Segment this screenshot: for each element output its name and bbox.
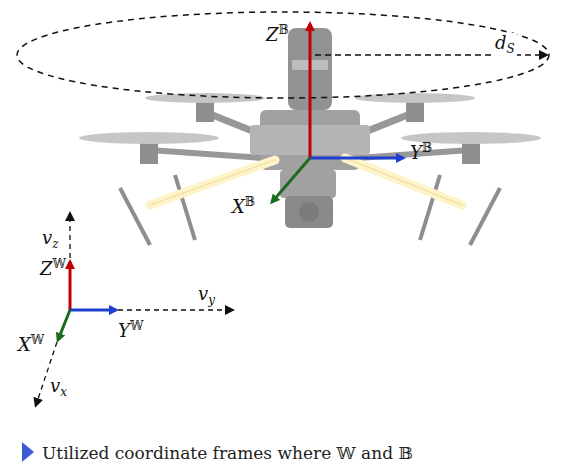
velocity-label: vx: [50, 376, 67, 399]
axis-label: X𝕎: [18, 334, 44, 354]
caption-text: Utilized coordinate frames where 𝕎 and 𝔹: [42, 444, 413, 463]
axis-label: X𝔹: [232, 196, 255, 216]
axis-label: Z𝔹: [266, 24, 289, 44]
axis-label: Z𝕎: [40, 258, 66, 278]
axis-label: Y𝕎: [118, 320, 143, 340]
axis-label: Y𝔹: [410, 142, 432, 162]
velocity-label: vz: [42, 228, 59, 251]
velocity-label: vy: [198, 284, 215, 307]
radius-label: dS: [493, 33, 517, 56]
